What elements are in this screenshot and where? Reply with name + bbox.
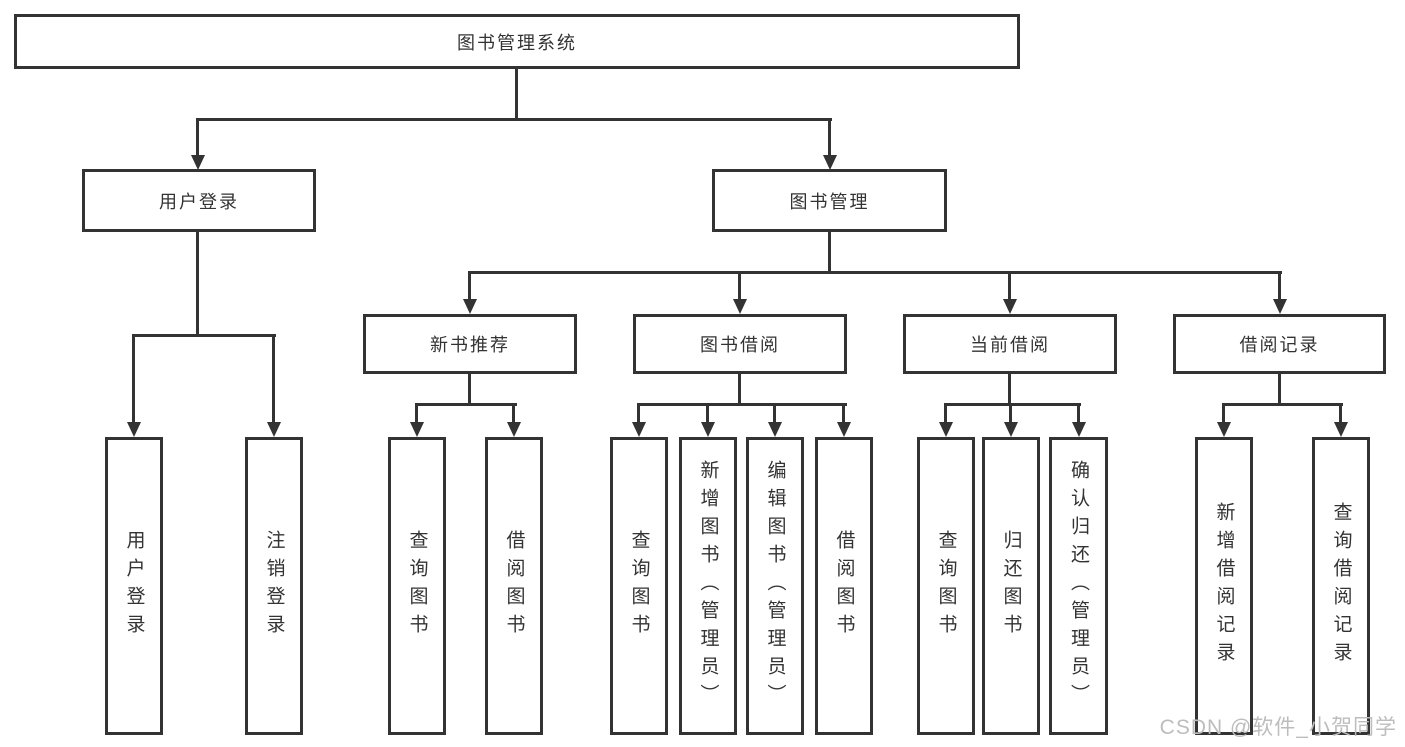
arrow-down <box>1334 422 1348 437</box>
connector-line <box>773 405 776 424</box>
arrow-down <box>701 422 715 437</box>
arrow-down <box>127 422 141 437</box>
arrow-down <box>632 422 646 437</box>
connector-line <box>1339 405 1342 424</box>
arrow-down <box>191 155 205 170</box>
leaf-borrow-books-recommend: 借阅图书 <box>485 437 543 735</box>
leaf-label: 确认归还（管理员） <box>1068 460 1089 712</box>
watermark: CSDN @软件_小贺同学 <box>1159 716 1397 739</box>
node-book-borrowing: 图书借阅 <box>633 314 847 374</box>
arrow-down <box>410 422 424 437</box>
connector-line <box>196 120 199 156</box>
connector-line <box>272 336 275 424</box>
connector-line <box>1008 373 1011 406</box>
arrow-down <box>823 155 837 170</box>
connector-line <box>828 232 831 274</box>
connector-line <box>1278 373 1281 406</box>
node-library-system-root: 图书管理系统 <box>14 14 1020 69</box>
connector-line <box>132 334 276 337</box>
arrow-down <box>1072 422 1086 437</box>
node-label: 新书推荐 <box>430 335 510 355</box>
node-new-book-recommendation: 新书推荐 <box>363 314 577 374</box>
node-label: 用户登录 <box>159 191 239 212</box>
node-borrowing-records: 借阅记录 <box>1173 314 1386 374</box>
connector-line <box>515 68 518 121</box>
leaf-label: 编辑图书（管理员） <box>764 460 786 712</box>
leaf-label: 用户登录 <box>123 530 145 642</box>
connector-line <box>738 373 741 406</box>
leaf-query-borrow-record: 查询借阅记录 <box>1312 437 1370 735</box>
node-label: 图书管理系统 <box>457 32 577 53</box>
connector-line <box>637 405 640 424</box>
connector-line <box>415 405 418 424</box>
leaf-label: 查询图书 <box>406 530 428 642</box>
leaf-label: 新增借阅记录 <box>1213 502 1235 670</box>
leaf-return-books: 归还图书 <box>982 437 1040 735</box>
leaf-query-books-borrowing: 查询图书 <box>610 437 668 735</box>
leaf-label: 归还图书 <box>1000 530 1022 642</box>
connector-line <box>196 232 199 336</box>
leaf-label: 新增图书（管理员） <box>697 460 719 712</box>
node-book-management: 图书管理 <box>712 169 947 232</box>
connector-line <box>415 403 517 406</box>
connector-line <box>944 405 947 424</box>
leaf-add-books-admin: 新增图书（管理员） <box>679 437 737 735</box>
connector-line <box>468 273 471 301</box>
connector-line <box>738 273 741 301</box>
arrow-down <box>1217 422 1231 437</box>
connector-line <box>468 271 1282 274</box>
arrow-down <box>768 422 782 437</box>
connector-line <box>1009 405 1012 424</box>
leaf-logout: 注销登录 <box>245 437 303 735</box>
connector-line <box>842 405 845 424</box>
leaf-borrow-books: 借阅图书 <box>815 437 873 735</box>
connector-line <box>637 403 847 406</box>
arrow-down <box>1003 299 1017 314</box>
arrow-down <box>1273 299 1287 314</box>
connector-line <box>944 403 1081 406</box>
leaf-query-books-recommend: 查询图书 <box>388 437 446 735</box>
node-label: 图书管理 <box>789 191 870 212</box>
connector-line <box>196 118 832 121</box>
node-label: 当前借阅 <box>970 335 1050 355</box>
connector-line <box>706 405 709 424</box>
arrow-down <box>939 422 953 437</box>
arrow-down <box>463 299 477 314</box>
node-label: 图书借阅 <box>700 335 780 355</box>
arrow-down <box>733 299 747 314</box>
connector-line <box>1278 273 1281 301</box>
leaf-label: 查询借阅记录 <box>1330 502 1352 670</box>
leaf-confirm-return-admin: 确认归还（管理员） <box>1049 437 1108 735</box>
leaf-label: 查询图书 <box>935 530 957 642</box>
node-label: 借阅记录 <box>1239 335 1320 355</box>
connector-line <box>1222 405 1225 424</box>
arrow-down <box>267 422 281 437</box>
leaf-label: 注销登录 <box>263 530 285 642</box>
leaf-label: 借阅图书 <box>503 530 525 642</box>
connector-line <box>1222 403 1343 406</box>
connector-line <box>512 405 515 424</box>
arrow-down <box>837 422 851 437</box>
arrow-down <box>1004 422 1018 437</box>
leaf-label: 查询图书 <box>628 530 650 642</box>
leaf-label: 借阅图书 <box>833 530 855 642</box>
leaf-add-borrow-record: 新增借阅记录 <box>1195 437 1253 735</box>
node-user-login: 用户登录 <box>82 169 316 232</box>
node-current-borrowing: 当前借阅 <box>903 314 1117 374</box>
connector-line <box>828 120 831 156</box>
connector-line <box>468 373 471 406</box>
leaf-user-login: 用户登录 <box>105 437 163 735</box>
leaf-edit-books-admin: 编辑图书（管理员） <box>746 437 804 735</box>
connector-line <box>1077 405 1080 424</box>
leaf-query-books-current: 查询图书 <box>917 437 975 735</box>
arrow-down <box>507 422 521 437</box>
connector-line <box>132 336 135 424</box>
connector-line <box>1008 273 1011 301</box>
